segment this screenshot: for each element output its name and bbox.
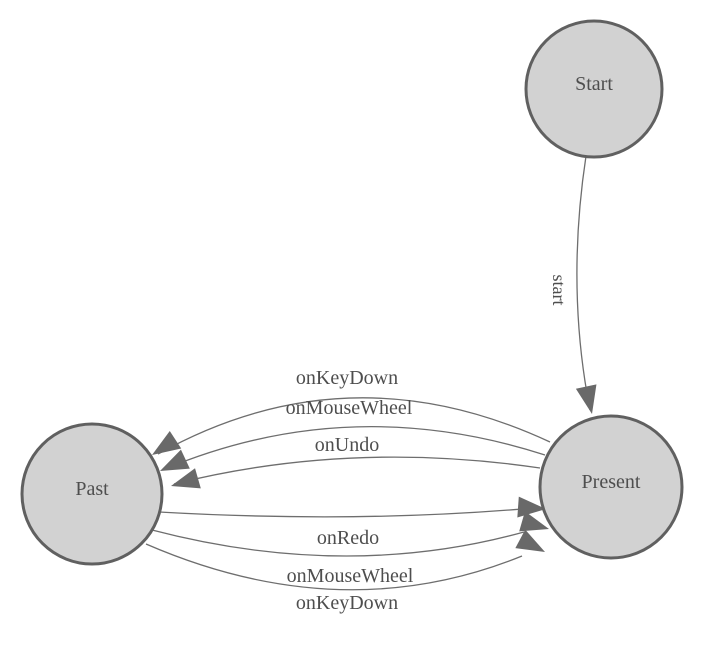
- arrowhead-start-to-present: [575, 384, 597, 414]
- arrowhead-onkeydown-at-past: [152, 430, 182, 455]
- edge-onundo-label: onUndo: [315, 434, 379, 456]
- edge-onredo-label: onRedo: [317, 527, 379, 549]
- edge-onmousewheel-bottom-label: onMouseWheel: [287, 565, 414, 587]
- edge-onkeydown-bottom-label: onKeyDown: [296, 592, 398, 614]
- node-start-circle: [524, 19, 664, 159]
- edge-present-to-past-onkeydown: [157, 397, 551, 455]
- arrowhead-onundo-at-past: [171, 468, 201, 489]
- arrowhead-onredo-at-present: [517, 496, 546, 518]
- edge-present-to-past-onmousewheel: [164, 426, 546, 470]
- node-start-label: Start: [575, 73, 613, 95]
- node-present-circle: [538, 414, 684, 560]
- edge-past-to-present-onmousewheel: [151, 529, 525, 557]
- edge-present-to-past-onundo: [173, 456, 541, 485]
- node-present-label: Present: [582, 471, 641, 493]
- node-past-circle: [20, 422, 164, 566]
- arrowhead-onmousewheel-at-present: [519, 511, 549, 532]
- arrowhead-onmousewheel-at-past: [160, 449, 190, 471]
- node-past-label: Past: [75, 478, 109, 500]
- arrowhead-onkeydown-at-present: [515, 529, 545, 552]
- edge-start-label: start: [549, 275, 569, 306]
- edge-onkeydown-top-label: onKeyDown: [296, 367, 398, 389]
- edge-start-to-present: [576, 155, 591, 411]
- edge-past-to-present-onkeydown: [145, 543, 523, 591]
- edge-past-to-present-onredo: [158, 508, 523, 518]
- edge-onmousewheel-top-label: onMouseWheel: [286, 397, 413, 419]
